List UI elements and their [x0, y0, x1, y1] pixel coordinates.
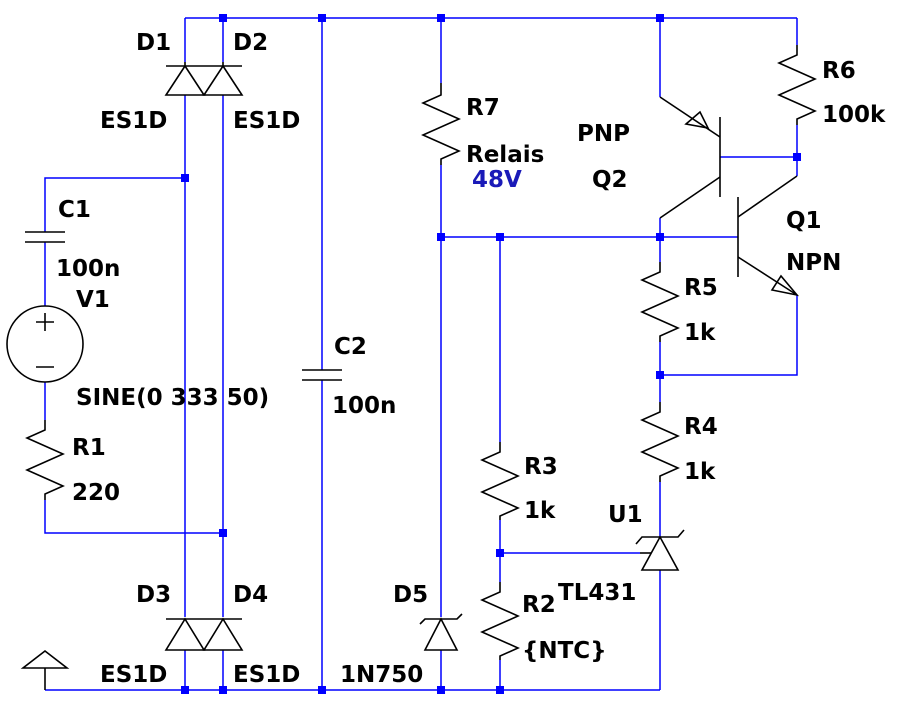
transistor-q1: [737, 175, 800, 297]
label-r3-value: 1k: [524, 498, 556, 524]
label-d2-value: ES1D: [233, 108, 300, 134]
label-r6-name: R6: [822, 58, 856, 84]
junction-node: [496, 233, 504, 241]
zener-diode-d5: [419, 613, 463, 651]
junction-node: [219, 686, 227, 694]
junction-node: [496, 686, 504, 694]
label-d3-value: ES1D: [100, 662, 167, 688]
resistor-r7: [421, 83, 461, 165]
label-d2-name: D2: [233, 30, 268, 56]
junction-node: [656, 371, 664, 379]
label-d1-name: D1: [136, 30, 171, 56]
junction-node: [656, 233, 664, 241]
label-r7-voltage: 48V: [472, 167, 522, 193]
label-q1-name: Q1: [786, 208, 822, 234]
label-d5-name: D5: [393, 582, 428, 608]
label-r3-name: R3: [524, 454, 558, 480]
capacitor-c2: [302, 369, 342, 381]
label-r4-value: 1k: [684, 459, 716, 485]
transistor-q2: [659, 96, 721, 219]
diode-d3: [164, 617, 206, 651]
label-r6-value: 100k: [822, 102, 886, 128]
label-d4-name: D4: [233, 582, 268, 608]
label-d1-value: ES1D: [100, 108, 167, 134]
label-c1-value: 100n: [56, 256, 120, 282]
label-r7-value: Relais: [466, 142, 544, 168]
junction-node: [437, 233, 445, 241]
wires: [44, 17, 798, 691]
label-r2-value: {NTC}: [522, 638, 607, 664]
labels: D1 D2 ES1D ES1D C1 100n V1 SINE(0 333 50…: [56, 30, 886, 688]
resistor-r2: [480, 582, 520, 660]
junction-node: [656, 14, 664, 22]
label-c2-name: C2: [334, 334, 367, 360]
junction-node: [437, 14, 445, 22]
label-r2-name: R2: [522, 592, 556, 618]
junction-node: [318, 14, 326, 22]
junction-node: [318, 686, 326, 694]
label-d5-value: 1N750: [340, 662, 423, 688]
capacitor-c1: [25, 231, 65, 243]
junction-node: [219, 529, 227, 537]
diode-d4: [202, 617, 244, 651]
label-c2-value: 100n: [332, 393, 396, 419]
resistor-r6: [777, 45, 817, 125]
shunt-regulator-u1: [635, 529, 685, 571]
wire-q1-emitter-return: [660, 295, 798, 376]
diode-d1: [164, 62, 206, 96]
label-c1-name: C1: [58, 197, 91, 223]
junction-node: [181, 686, 189, 694]
label-q1-value: NPN: [786, 250, 841, 276]
label-r1-name: R1: [72, 435, 106, 461]
resistor-r4: [640, 402, 680, 482]
label-v1-name: V1: [76, 287, 110, 313]
junction-node: [793, 153, 801, 161]
wire-ac-top: [44, 177, 185, 232]
resistor-r5: [640, 262, 680, 342]
label-d4-value: ES1D: [233, 662, 300, 688]
label-r4-name: R4: [684, 414, 718, 440]
label-v1-value: SINE(0 333 50): [76, 385, 269, 411]
junction-node: [219, 14, 227, 22]
label-r7-name: R7: [466, 95, 500, 121]
resistor-r3: [480, 442, 520, 520]
junction-node: [437, 686, 445, 694]
label-q2-value: PNP: [577, 121, 630, 147]
wire-ac-bottom: [44, 500, 223, 534]
label-u1-value: TL431: [558, 580, 636, 606]
voltage-source-v1: [6, 305, 84, 383]
label-d3-name: D3: [136, 582, 171, 608]
label-r5-name: R5: [684, 275, 718, 301]
label-u1-name: U1: [608, 502, 643, 528]
junction-node: [181, 174, 189, 182]
junction-nodes: [181, 14, 801, 694]
junction-node: [496, 549, 504, 557]
label-q2-name: Q2: [592, 167, 628, 193]
label-r5-value: 1k: [684, 320, 716, 346]
diode-d2: [202, 62, 244, 96]
resistor-r1: [25, 420, 65, 500]
ground-symbol: [20, 649, 70, 690]
label-r1-value: 220: [72, 480, 120, 506]
